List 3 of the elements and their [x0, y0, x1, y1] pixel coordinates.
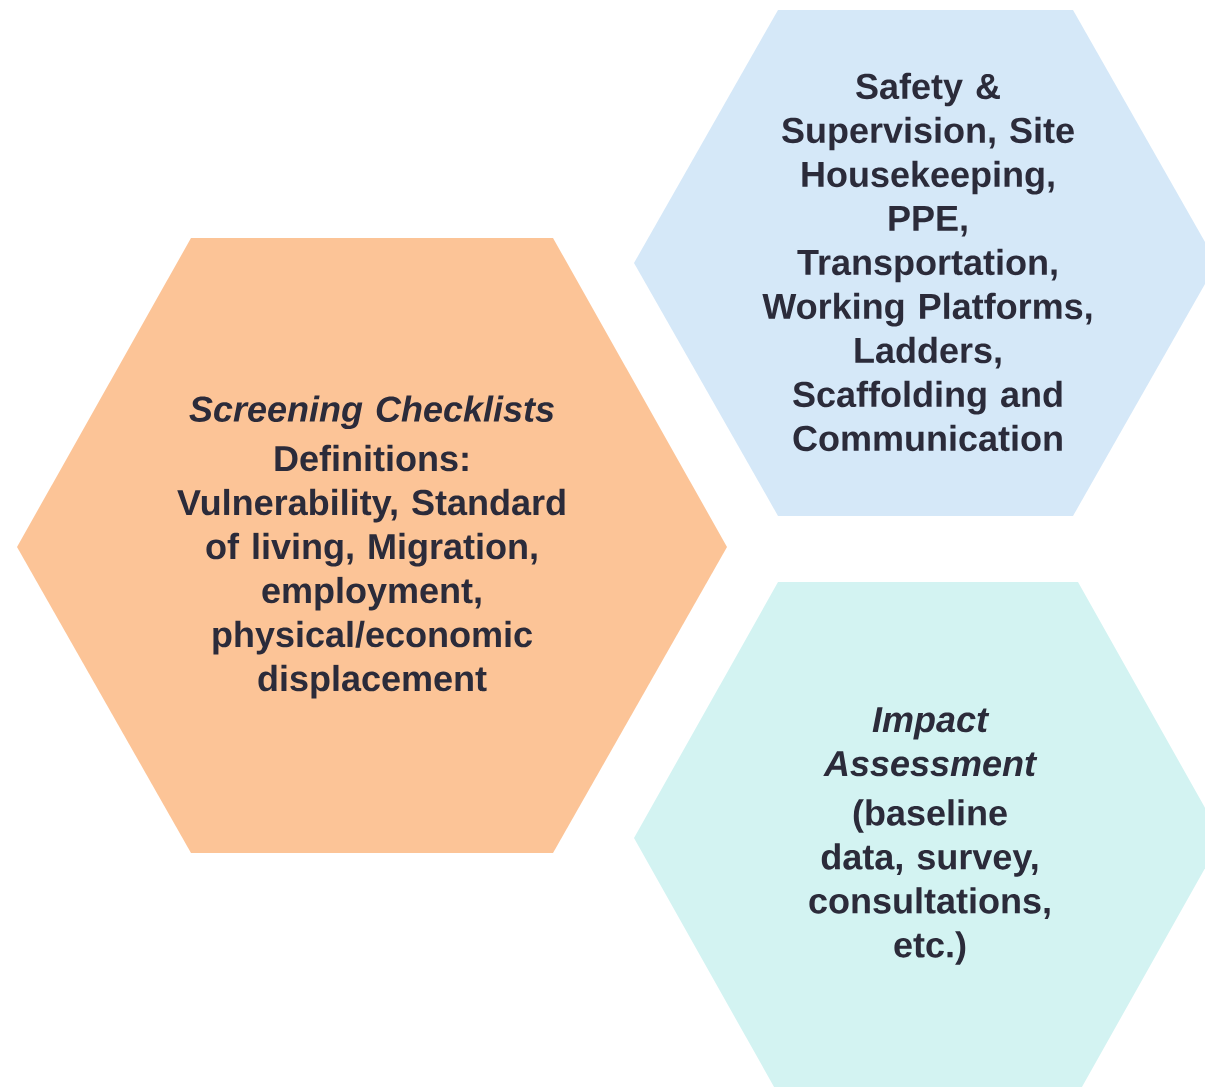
hexagon: Impact Assessment (baseline data, survey, consultations, etc.)	[634, 582, 1205, 1087]
hexagon: Screening Checklists Definitions: Vulnerability, Standard of living, Migration, employment, physical/economic displacement	[17, 238, 727, 853]
hexagon: Safety & Supervision, Site Housekeeping, PPE, Transportation, Working Platforms, Ladders, Scaffolding and Communication	[634, 10, 1205, 516]
